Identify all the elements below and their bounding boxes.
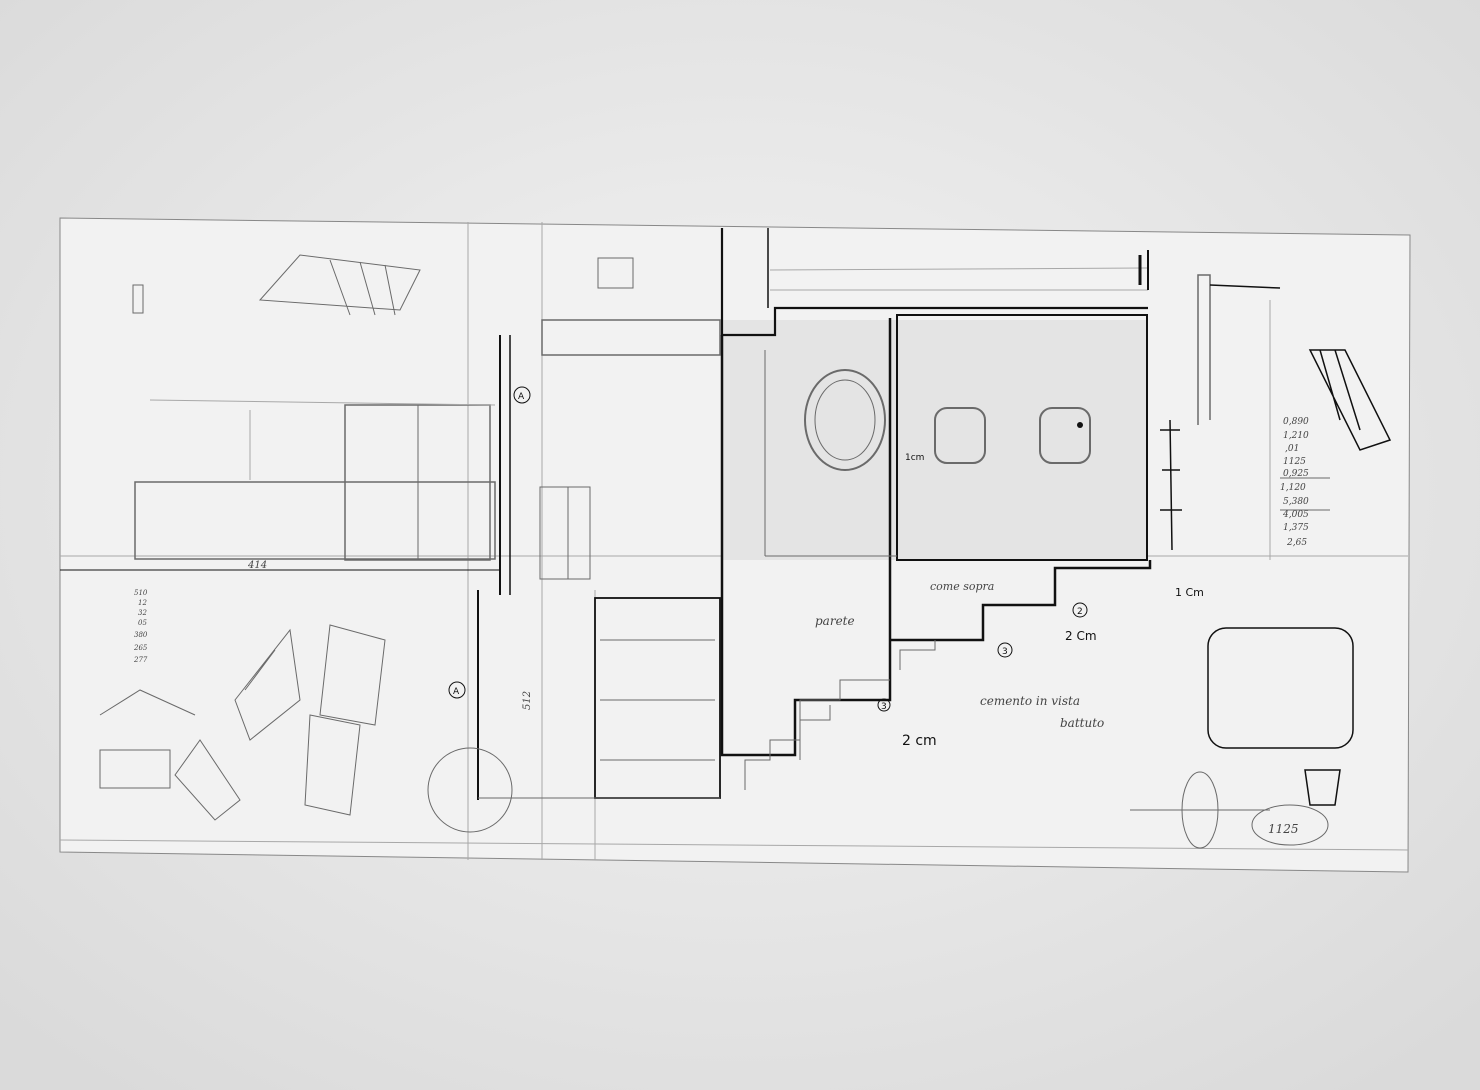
central-section xyxy=(427,257,721,833)
guide-line xyxy=(59,839,1409,851)
calc-line: 1,120 xyxy=(1280,483,1306,493)
circle-label-2: 2 xyxy=(1077,607,1083,617)
calc-line: 2,65 xyxy=(1286,538,1307,548)
calculation-left: 510 12 32 05 380 265 277 xyxy=(133,589,148,664)
circled-labels: 3 3 2 A A xyxy=(448,386,1088,712)
calc-line: 265 xyxy=(133,644,148,652)
calc-line: 277 xyxy=(133,656,148,664)
left-elevation xyxy=(60,399,500,571)
annotation-1cm-b: 1cm xyxy=(905,453,924,463)
calc-line: 1,210 xyxy=(1283,431,1309,441)
circle-label-a: A xyxy=(518,392,525,402)
dimension-1125: 1125 xyxy=(1268,822,1299,836)
calc-line: 05 xyxy=(138,619,147,627)
circle-label-3: 3 xyxy=(881,702,887,712)
annotation-battuto: battuto xyxy=(1060,716,1104,730)
calc-line: 12 xyxy=(138,599,147,607)
calc-line: 510 xyxy=(134,589,148,597)
calc-line: 5,380 xyxy=(1283,497,1309,507)
calc-line: 32 xyxy=(138,609,147,617)
circle-label-b: A xyxy=(453,687,460,697)
calc-line: 380 xyxy=(134,631,148,639)
stair-hatching xyxy=(744,640,936,790)
left-sketches xyxy=(99,254,421,821)
annotation-cemento: cemento in vista xyxy=(980,694,1080,708)
calc-line: 4,005 xyxy=(1282,510,1309,520)
calc-line: 1125 xyxy=(1283,457,1306,467)
calc-line: 1,375 xyxy=(1283,523,1309,533)
calc-line: ,01 xyxy=(1285,444,1299,454)
calculation-right: 0,890 1,210 ,01 1125 0,925 1,120 5,380 4… xyxy=(1280,417,1309,548)
dimension-512: 512 xyxy=(522,691,533,710)
circle-label-3b: 3 xyxy=(1002,647,1008,657)
calc-line: 0,890 xyxy=(1283,417,1309,427)
annotation-1cm: 1 Cm xyxy=(1175,586,1204,599)
right-details xyxy=(1130,274,1392,849)
calc-line: 0,925 xyxy=(1283,469,1309,479)
dimension-414: 414 xyxy=(247,560,267,571)
annotation-come-sopra: come sopra xyxy=(930,580,994,593)
section-room xyxy=(720,228,1152,760)
annotation-2cm-b: 2 Cm xyxy=(1065,629,1097,643)
annotation-2cm: 2 cm xyxy=(902,733,937,749)
annotation-parete: parete xyxy=(815,614,855,628)
